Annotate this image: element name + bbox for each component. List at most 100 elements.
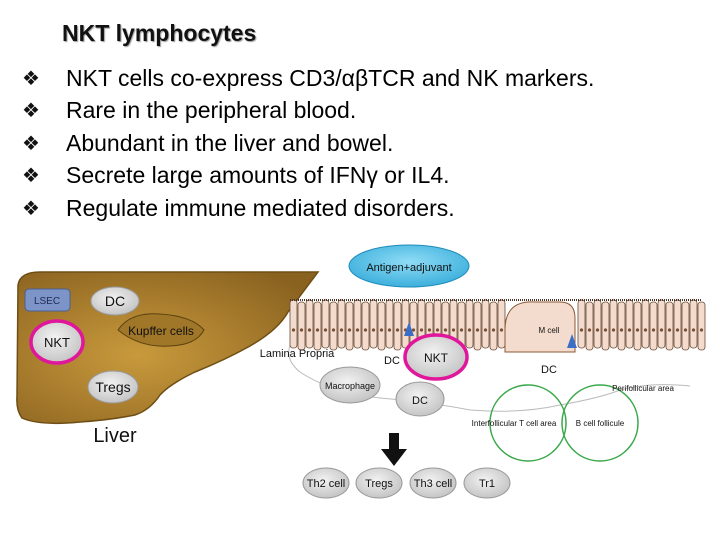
epithelial-cell [465, 299, 474, 349]
epithelial-cell [321, 299, 330, 349]
interfollicular-area-circle [489, 384, 567, 462]
m-cell-label: M cell [539, 326, 560, 335]
epithelial-cell [681, 301, 690, 351]
kupffer-label: Kupffer cells [128, 324, 194, 338]
cell-nucleus [483, 328, 488, 332]
cell-nucleus [491, 328, 496, 332]
cell-nucleus [635, 328, 640, 332]
epithelial-cell [393, 301, 402, 351]
cell-nucleus [683, 328, 688, 332]
receptor-marker-icon [567, 334, 577, 348]
cell-nucleus [323, 328, 328, 332]
diamond-bullet-icon: ❖ [22, 132, 40, 155]
interfollicular-label: Interfollicular T cell area [472, 419, 557, 428]
epithelial-cell [377, 301, 386, 351]
epithelial-cell [633, 301, 642, 351]
epithelial-cell [585, 301, 594, 351]
gut-panel: Antigen+adjuvant M cell Lamina Propria D… [260, 244, 706, 499]
cell-nucleus [451, 328, 456, 332]
cell-nucleus [387, 328, 392, 332]
gut-nkt-label: NKT [424, 351, 449, 365]
cell-nucleus [379, 328, 384, 332]
cell-nucleus [659, 328, 664, 332]
bullet-list: ❖ NKT cells co-express CD3/αβTCR and NK m… [22, 62, 594, 225]
cell-nucleus [619, 328, 624, 332]
epithelial-cell [665, 301, 674, 351]
liver-panel: LSEC DC NKT Kupffer cells Tregs Liver [16, 271, 320, 447]
epithelial-cell [369, 299, 378, 349]
cell-nucleus [315, 328, 320, 332]
lamina-propria-label: Lamina Propria [260, 348, 335, 360]
epithelial-cell [593, 299, 602, 349]
cell-nucleus [299, 328, 304, 332]
cell-nucleus [427, 328, 432, 332]
cell-nucleus [459, 328, 464, 332]
cell-nucleus [371, 328, 376, 332]
epithelial-cell [689, 299, 698, 349]
epithelial-cell [673, 299, 682, 349]
epithelial-cell [345, 301, 354, 351]
epithelial-cell [577, 299, 586, 349]
bullet-item: ❖ Secrete large amounts of IFNγ or IL4. [22, 160, 594, 193]
epithelial-cell [313, 301, 322, 351]
diamond-bullet-icon: ❖ [22, 100, 40, 123]
liver-title: Liver [93, 425, 137, 447]
cell-nucleus [411, 328, 416, 332]
macrophage-cell [319, 366, 381, 404]
cell-nucleus [347, 328, 352, 332]
receptor-marker-icon [404, 322, 414, 336]
liver-dc-label: DC [105, 293, 125, 309]
th2-label: Th2 cell [307, 478, 346, 490]
diamond-bullet-icon: ❖ [22, 165, 40, 188]
epithelium-villi [289, 299, 706, 351]
diamond-bullet-icon: ❖ [22, 67, 40, 90]
th2-cell [302, 467, 350, 499]
bullet-item: ❖ Rare in the peripheral blood. [22, 95, 594, 128]
epithelial-cell [697, 301, 706, 351]
cell-nucleus [467, 328, 472, 332]
tr1-label: Tr1 [479, 478, 495, 490]
cell-nucleus [475, 328, 480, 332]
bullet-item: ❖Regulate immune mediated disorders. [22, 192, 594, 225]
cell-nucleus [331, 328, 336, 332]
epithelial-cell [305, 299, 314, 349]
epithelial-cell [289, 299, 298, 349]
cell-nucleus [611, 328, 616, 332]
tr1-cell [463, 467, 511, 499]
bullet-item: ❖ NKT cells co-express CD3/αβTCR and NK m… [22, 62, 594, 95]
epithelial-cell [401, 299, 410, 349]
cell-nucleus [651, 328, 656, 332]
macrophage-label: Macrophage [325, 381, 375, 391]
bullet-text: Secrete large amounts of IFNγ or IL4. [66, 162, 450, 189]
cell-nucleus [435, 328, 440, 332]
page-title: NKT lymphocytes [62, 20, 257, 46]
epithelial-cell [601, 301, 610, 351]
cell-nucleus [395, 328, 400, 332]
epithelial-cell [385, 299, 394, 349]
epithelial-cell [353, 299, 362, 349]
m-cell [504, 301, 576, 353]
cell-nucleus [603, 328, 608, 332]
cell-nucleus [675, 328, 680, 332]
gut-dc-label-2: DC [541, 364, 557, 376]
cell-nucleus [499, 328, 504, 332]
cell-nucleus [643, 328, 648, 332]
cell-nucleus [291, 328, 296, 332]
cell-nucleus [363, 328, 368, 332]
cell-nucleus [691, 328, 696, 332]
epithelial-cell [497, 299, 506, 349]
bullet-text: Rare in the peripheral blood. [66, 97, 357, 124]
down-arrow-icon [381, 433, 407, 466]
b-follicle-label: B cell follicule [576, 419, 625, 428]
gut-dc-label-1: DC [384, 355, 400, 367]
cell-nucleus [667, 328, 672, 332]
bullet-text: NKT cells co-express CD3/αβTCR and NK ma… [66, 64, 595, 91]
epithelial-cell [641, 299, 650, 349]
epithelial-cell [329, 301, 338, 351]
antigen-label: Antigen+adjuvant [366, 262, 451, 274]
epithelial-cell [657, 299, 666, 349]
epithelial-cell [473, 301, 482, 351]
antigen-adjuvant-blob [348, 244, 470, 288]
epithelial-cell [617, 301, 626, 351]
